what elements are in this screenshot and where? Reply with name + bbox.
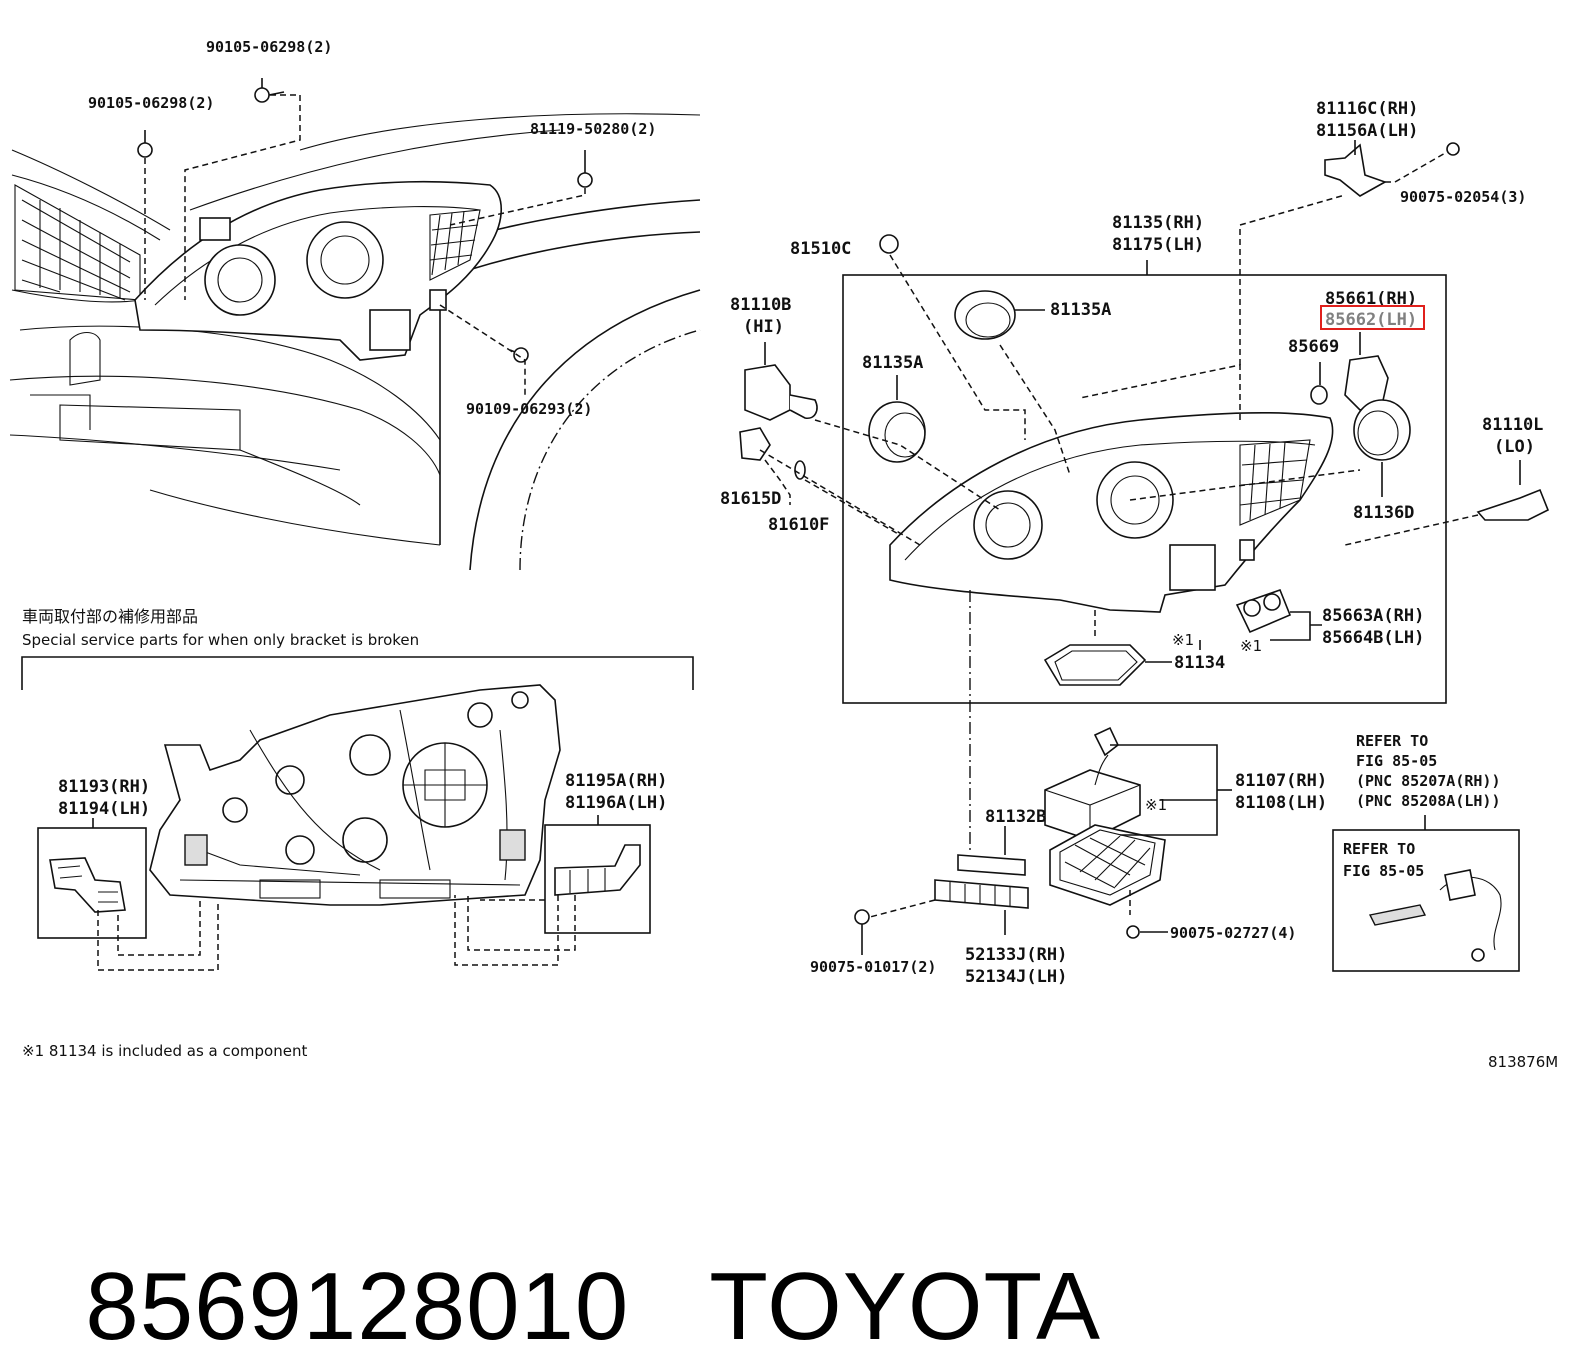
part-label-85669: 85669 [1288, 337, 1339, 357]
refer-to-1-line1: REFER TO [1356, 732, 1428, 750]
mark-1-gasket: ※1 [1172, 631, 1194, 649]
refer-to-1-line2: FIG 85-05 [1356, 752, 1437, 770]
refer-to-1-line3: (PNC 85207A(RH)) [1356, 772, 1501, 790]
bracket-81193-box [37, 827, 147, 939]
part-label-81615d: 81615D [720, 489, 781, 509]
part-label-81110l: 81110L [1482, 415, 1543, 435]
service-parts-bracket [21, 656, 694, 690]
service-parts-title-jp: 車両取付部の補修用部品 [22, 607, 198, 626]
part-label-90105-top: 90105-06298(2) [206, 38, 332, 56]
service-parts-title-en: Special service parts for when only brac… [22, 631, 419, 649]
part-label-81107: 81107(RH) [1235, 771, 1327, 791]
part-label-81134: 81134 [1174, 653, 1225, 673]
caption-part-number: 8569128010 [85, 1253, 630, 1360]
footnote: ※1 81134 is included as a component [22, 1042, 307, 1060]
part-label-81108: 81108(LH) [1235, 793, 1327, 813]
refer-to-2-line1: REFER TO [1343, 840, 1415, 858]
part-label-81135: 81135(RH) [1112, 213, 1204, 233]
part-label-85661: 85661(RH) [1325, 289, 1417, 309]
refer-to-1-line4: (PNC 85208A(LH)) [1356, 792, 1501, 810]
bracket-81195a-part [554, 844, 641, 896]
lower-right-components [854, 590, 1520, 972]
refer-to-2-line2: FIG 85-05 [1343, 862, 1424, 880]
part-label-81135a-left: 81135A [862, 353, 923, 373]
part-label-81196a: 81196A(LH) [565, 793, 667, 813]
part-label-90109: 90109-06293(2) [466, 400, 592, 418]
part-label-81119: 81119-50280(2) [530, 120, 656, 138]
part-label-81135a-top: 81135A [1050, 300, 1111, 320]
part-label-90075-02727: 90075-02727(4) [1170, 924, 1296, 942]
part-label-81156a: 81156A(LH) [1316, 121, 1418, 141]
headlamp-assembly-box [842, 274, 1447, 704]
refer-to-box [1332, 829, 1520, 972]
part-label-81510c: 81510C [790, 239, 851, 259]
part-label-81116c: 81116C(RH) [1316, 99, 1418, 119]
part-label-52133j: 52133J(RH) [965, 945, 1067, 965]
part-label-90075-02054: 90075-02054(3) [1400, 188, 1526, 206]
figure-code: 813876M [1488, 1053, 1558, 1071]
part-label-81195a: 81195A(RH) [565, 771, 667, 791]
part-label-81136d: 81136D [1353, 503, 1414, 523]
highlight-box [1320, 305, 1425, 330]
mark-1-connector: ※1 [1240, 637, 1262, 655]
part-label-90075-01017: 90075-01017(2) [810, 958, 936, 976]
part-label-52134j: 52134J(LH) [965, 967, 1067, 987]
part-label-81194: 81194(LH) [58, 799, 150, 819]
part-label-85664b: 85664B(LH) [1322, 628, 1424, 648]
mark-1-ballast: ※1 [1145, 796, 1167, 814]
part-label-90105-left: 90105-06298(2) [88, 94, 214, 112]
part-label-81110b-hi: (HI) [743, 317, 784, 337]
exploded-headlamp-view [739, 140, 1550, 704]
part-label-81193: 81193(RH) [58, 777, 150, 797]
part-label-81132b: 81132B [985, 807, 1046, 827]
caption-brand: TOYOTA [709, 1253, 1102, 1360]
caption: 8569128010 TOYOTA [30, 1142, 1101, 1362]
part-label-85663a: 85663A(RH) [1322, 606, 1424, 626]
headlamp-rear-view [149, 684, 561, 906]
bracket-81193-part [49, 857, 126, 913]
parts-diagram: 90105-06298(2) 90105-06298(2) 81119-5028… [9, 38, 1558, 1071]
part-label-81110b: 81110B [730, 295, 791, 315]
part-label-81110l-lo: (LO) [1494, 437, 1535, 457]
part-label-81175: 81175(LH) [1112, 235, 1204, 255]
part-label-81610f: 81610F [768, 515, 829, 535]
car-front-illustration [9, 78, 701, 571]
part-label-85662-highlighted: 85662(LH) [1325, 310, 1417, 330]
